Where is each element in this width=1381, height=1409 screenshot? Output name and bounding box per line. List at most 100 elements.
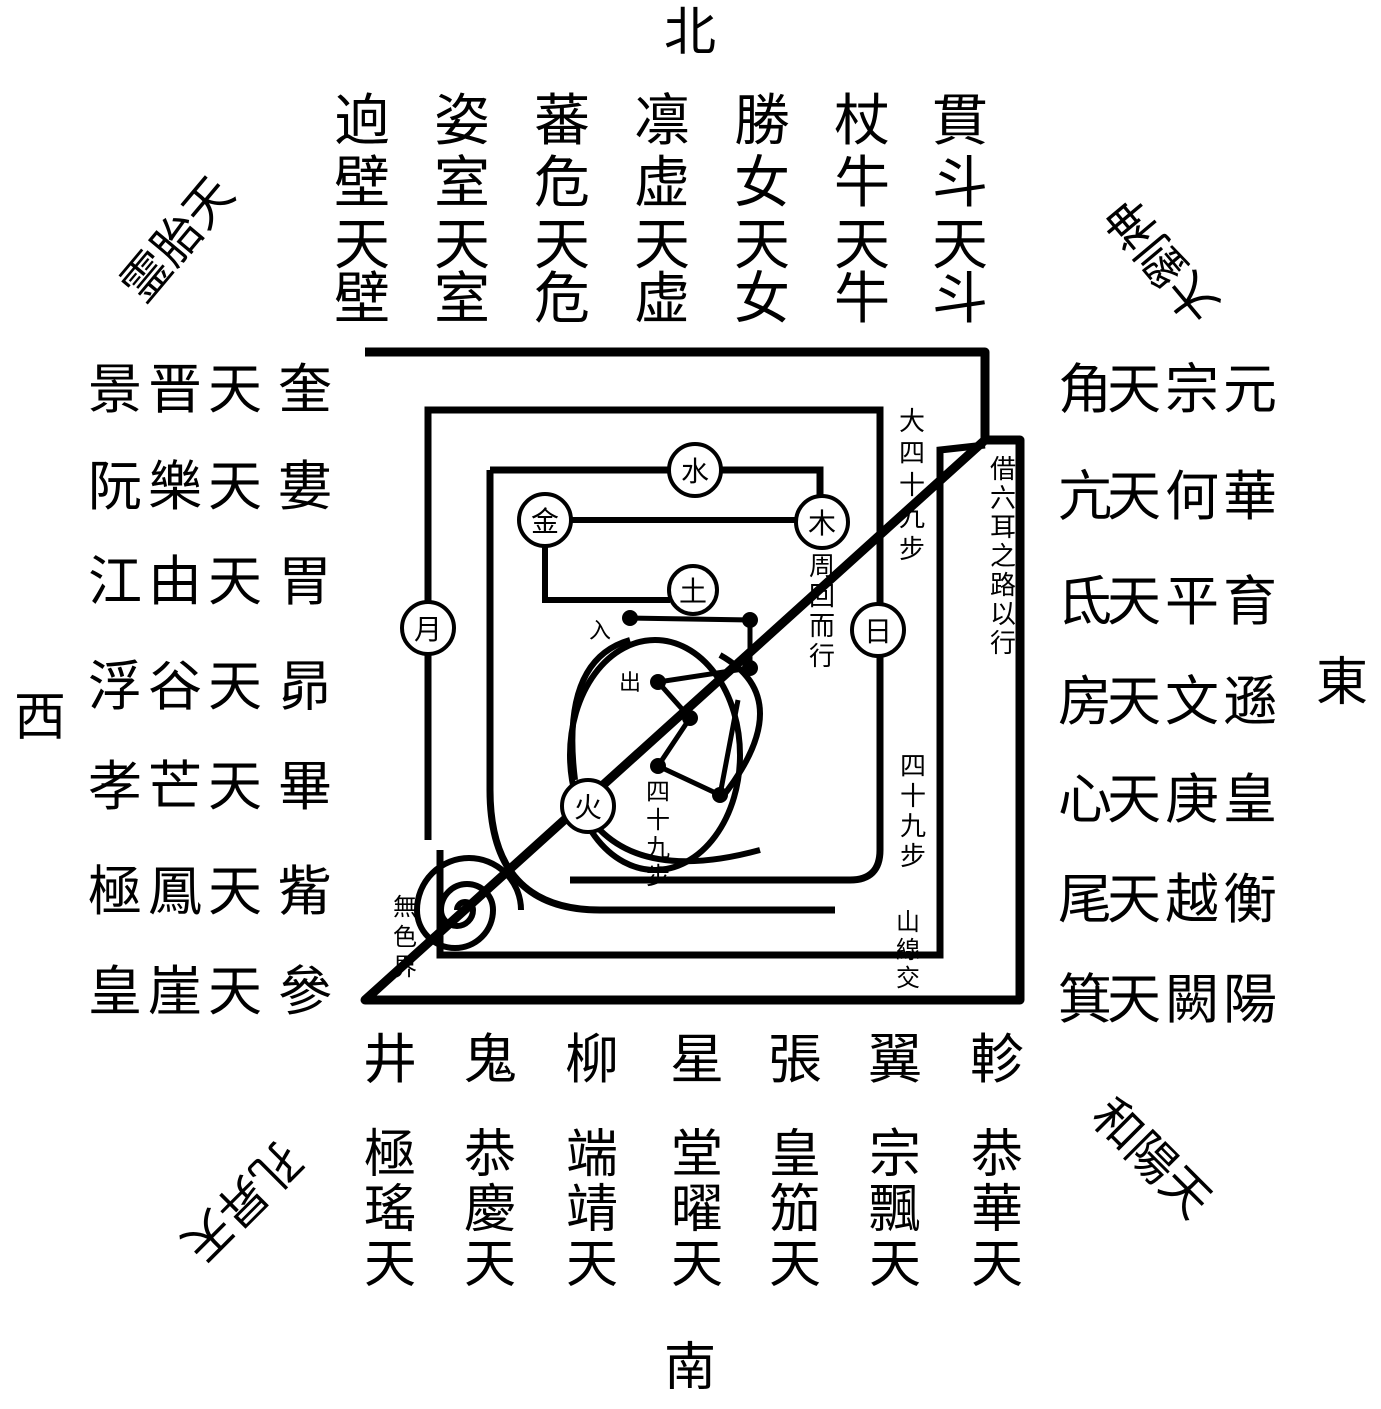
west-heaven-7-char: 崖 bbox=[148, 960, 202, 1023]
north-heaven-1-char: 貫 bbox=[932, 89, 988, 154]
west-heaven-3-char: 由 bbox=[148, 550, 202, 613]
label-steps49a-char: 步 bbox=[900, 842, 926, 872]
corner-northwest-heaven: 霊胎天 bbox=[110, 167, 245, 313]
south-heaven-5-char: 笳 bbox=[769, 1180, 821, 1240]
label-mountain-line: 山線交 bbox=[896, 908, 920, 992]
label-mountain-char: 山 bbox=[896, 908, 920, 936]
middle-path bbox=[436, 441, 986, 959]
star-node bbox=[622, 610, 638, 626]
south-heaven-1-char: 天 bbox=[364, 1235, 416, 1295]
east-heaven-1-char: 元 bbox=[1223, 358, 1277, 421]
east-heaven-2-char: 何 bbox=[1165, 465, 1219, 528]
west-heaven-3-char: 江 bbox=[88, 550, 142, 613]
label-steps49b-char: 步 bbox=[646, 862, 670, 890]
north-heaven-7-char: 逈 bbox=[334, 89, 390, 154]
label-great49-char: 九 bbox=[899, 503, 925, 533]
north-heaven-1-char: 天 bbox=[932, 213, 988, 278]
west-heaven-6-char: 鳳 bbox=[148, 860, 202, 923]
east-heaven-4-char: 天 bbox=[1107, 670, 1161, 733]
planet-moon-label: 月 bbox=[414, 613, 442, 646]
label-great49-char: 大 bbox=[899, 407, 925, 437]
south-heaven-2-char: 恭 bbox=[464, 1125, 516, 1185]
west-heaven-6-char: 極 bbox=[88, 860, 142, 923]
north-heaven-6-char: 姿 bbox=[434, 89, 490, 154]
east-heaven-1-char: 宗 bbox=[1165, 358, 1219, 421]
direction-west: 西 bbox=[14, 688, 66, 748]
north-mansion-1-char: 斗 bbox=[932, 267, 988, 332]
label-steps49b-char: 九 bbox=[646, 834, 670, 862]
star-node bbox=[742, 612, 758, 628]
west-heaven-4-char: 谷 bbox=[148, 655, 202, 718]
west-heaven-7-char: 皇 bbox=[88, 960, 142, 1023]
label-great49-char: 十 bbox=[899, 471, 925, 501]
planet-moon: 月 bbox=[400, 600, 456, 656]
label-great49-char: 四 bbox=[899, 439, 925, 469]
west-mansion-1-char: 奎 bbox=[278, 358, 332, 421]
label-formless-char: 色 bbox=[393, 923, 417, 951]
south-heaven-2-char: 天 bbox=[464, 1235, 516, 1295]
south-heaven-3-char: 端 bbox=[566, 1125, 618, 1185]
north-mansion-2-char: 牛 bbox=[834, 267, 890, 332]
south-heaven-7-char: 恭 bbox=[971, 1125, 1023, 1185]
south-heaven-2-char: 慶 bbox=[464, 1180, 516, 1240]
east-heaven-7-char: 陽 bbox=[1223, 968, 1277, 1031]
north-heaven-5-char: 蕃 bbox=[534, 89, 590, 154]
corner-southeast-heaven: 和陽天 bbox=[1081, 1088, 1222, 1229]
label-borrow-char: 耳 bbox=[990, 513, 1016, 543]
north-heaven-1-char: 斗 bbox=[932, 151, 988, 216]
north-heaven-3-char: 天 bbox=[734, 213, 790, 278]
west-heaven-1-char: 天 bbox=[208, 358, 262, 421]
spiral bbox=[413, 855, 524, 951]
west-mansion-2-char: 婁 bbox=[278, 455, 332, 518]
east-heaven-3-char: 育 bbox=[1223, 570, 1277, 633]
planet-earth-label: 土 bbox=[679, 575, 707, 608]
south-mansion-3-char: 柳 bbox=[565, 1028, 619, 1091]
label-formless-realm: 無色界 bbox=[393, 893, 417, 981]
west-mansion-5-char: 畢 bbox=[278, 755, 332, 818]
east-mansion-7-char: 箕 bbox=[1058, 968, 1112, 1031]
label-steps49b-char: 十 bbox=[646, 806, 670, 834]
star-node bbox=[650, 758, 666, 774]
east-heaven-4-char: 遜 bbox=[1223, 670, 1277, 733]
north-mansion-3-char: 女 bbox=[734, 267, 790, 332]
east-heaven-7-char: 天 bbox=[1107, 968, 1161, 1031]
east-heaven-5-char: 天 bbox=[1107, 768, 1161, 831]
label-steps49a-char: 四 bbox=[900, 752, 926, 782]
west-heaven-4-char: 天 bbox=[208, 655, 262, 718]
inner-loop bbox=[486, 466, 835, 914]
west-heavens: 景晋天阮樂天江由天浮谷天孝芒天極鳳天皇崖天 bbox=[88, 358, 262, 1023]
south-heaven-5-char: 皇 bbox=[769, 1125, 821, 1185]
west-heaven-2-char: 阮 bbox=[88, 455, 142, 518]
planet-fire-label: 火 bbox=[574, 791, 602, 824]
north-mansion-4-char: 虚 bbox=[634, 267, 690, 332]
south-mansion-2-char: 鬼 bbox=[463, 1028, 517, 1091]
east-heaven-3-char: 平 bbox=[1165, 570, 1219, 633]
label-borrow-char: 六 bbox=[990, 484, 1016, 514]
south-mansion-6-char: 翼 bbox=[868, 1028, 922, 1091]
direction-east: 東 bbox=[1316, 653, 1368, 713]
west-heaven-3-char: 天 bbox=[208, 550, 262, 613]
south-heaven-7-char: 天 bbox=[971, 1235, 1023, 1295]
east-mansion-4-char: 房 bbox=[1058, 670, 1112, 733]
south-heaven-6-char: 宗 bbox=[869, 1125, 921, 1185]
north-mansion-7-char: 壁 bbox=[334, 267, 390, 332]
label-borrow-char: 借 bbox=[990, 455, 1016, 485]
label-circulate-char: 行 bbox=[809, 642, 835, 672]
planet-wood-label: 木 bbox=[808, 507, 836, 540]
east-mansion-5-char: 心 bbox=[1058, 768, 1112, 831]
corner-northeast-heaven: 大劉神 bbox=[1095, 187, 1230, 333]
south-mansions: 井鬼柳星張翼軫 bbox=[363, 1028, 1024, 1091]
planet-earth: 土 bbox=[667, 564, 719, 616]
east-mansion-2-char: 亢 bbox=[1058, 465, 1112, 528]
south-heaven-1-char: 瑤 bbox=[364, 1180, 416, 1240]
south-mansion-5-char: 張 bbox=[768, 1028, 822, 1091]
west-heaven-5-char: 天 bbox=[208, 755, 262, 818]
label-borrow-char: 行 bbox=[990, 629, 1016, 659]
